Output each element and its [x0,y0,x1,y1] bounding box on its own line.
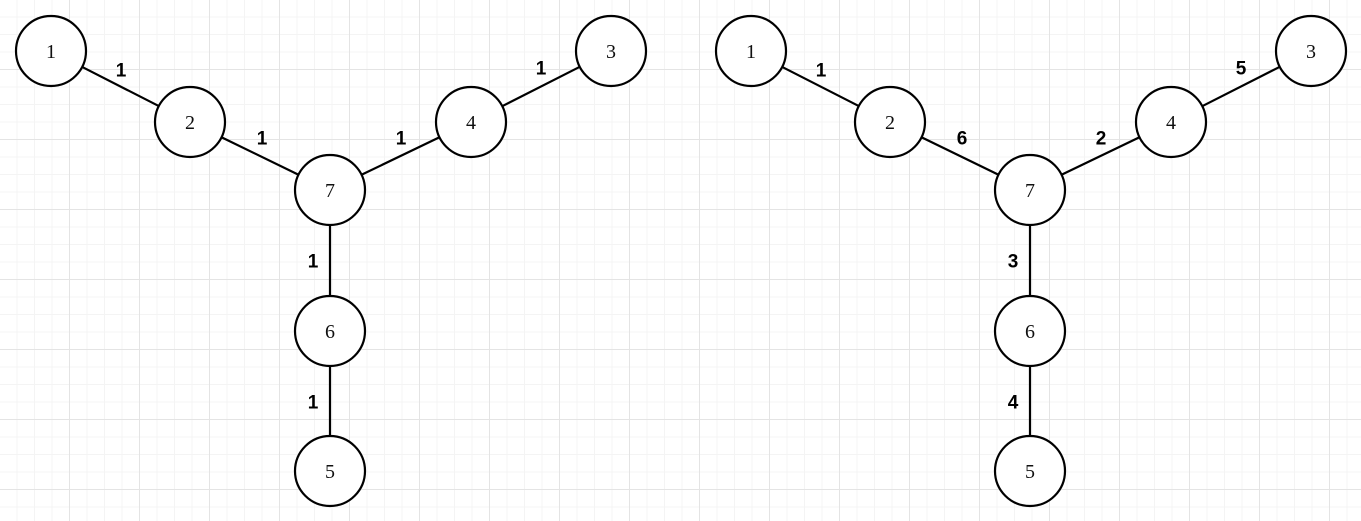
node-label: 2 [885,112,895,134]
node-circle[interactable] [1274,14,1348,88]
edge-weight-label: 2 [1096,129,1107,150]
graph-node[interactable]: 2 [153,85,227,159]
node-circle[interactable] [293,294,367,368]
node-circle[interactable] [574,14,648,88]
node-circle[interactable] [993,294,1067,368]
graph-node[interactable]: 5 [293,434,367,508]
graph-edge [501,65,581,108]
graph-node[interactable]: 6 [293,294,367,368]
node-circle[interactable] [993,434,1067,508]
edge-weight-label: 1 [536,59,547,80]
graph-node[interactable]: 6 [993,294,1067,368]
node-label: 5 [1025,461,1035,483]
edge-weight-label: 3 [1008,252,1019,273]
graph-edge [1201,65,1281,108]
node-label: 4 [1166,112,1176,134]
node-label: 7 [325,180,335,202]
node-circle[interactable] [1134,85,1208,159]
node-circle[interactable] [434,85,508,159]
edge-weight-label: 4 [1008,393,1019,414]
edge-weight-label: 1 [308,393,319,414]
graph-edge [220,136,300,176]
edges-layer [81,65,1281,438]
graph-edge [920,136,1000,176]
edge-weight-label: 1 [308,252,319,273]
node-label: 3 [1306,41,1316,63]
graph-node[interactable]: 3 [574,14,648,88]
edge-weight-label: 6 [957,129,968,150]
graph-node[interactable]: 7 [293,153,367,227]
edge-weight-label: 1 [396,129,407,150]
graph-node[interactable]: 4 [1134,85,1208,159]
edge-weight-label: 1 [116,61,127,82]
node-label: 1 [46,41,56,63]
edge-weight-label: 1 [816,61,827,82]
graph-node[interactable]: 3 [1274,14,1348,88]
node-label: 2 [185,112,195,134]
node-circle[interactable] [14,14,88,88]
node-circle[interactable] [153,85,227,159]
graph-edge [360,136,441,176]
edge-weight-label: 1 [257,129,268,150]
graph-node[interactable]: 2 [853,85,927,159]
graph-node[interactable]: 7 [993,153,1067,227]
graph-edge [81,65,160,108]
graph-edge [781,65,860,108]
node-label: 5 [325,461,335,483]
node-circle[interactable] [993,153,1067,227]
node-label: 6 [325,321,335,343]
node-circle[interactable] [293,153,367,227]
node-circle[interactable] [293,434,367,508]
edge-labels-layer: 1 1 1 1 1 1 1 6 2 5 3 4 [116,59,1247,414]
graph-node[interactable]: 1 [14,14,88,88]
node-label: 6 [1025,321,1035,343]
node-label: 1 [746,41,756,63]
graph-node[interactable]: 5 [993,434,1067,508]
edge-weight-label: 5 [1236,59,1247,80]
graph-node[interactable]: 4 [434,85,508,159]
node-circle[interactable] [853,85,927,159]
graph-edge [1060,136,1141,176]
node-label: 7 [1025,180,1035,202]
node-label: 4 [466,112,476,134]
graph-node[interactable]: 1 [714,14,788,88]
node-circle[interactable] [714,14,788,88]
node-label: 3 [606,41,616,63]
nodes-layer: 1 2 3 4 5 6 7 1 2 3 4 5 6 7 [14,14,1348,508]
